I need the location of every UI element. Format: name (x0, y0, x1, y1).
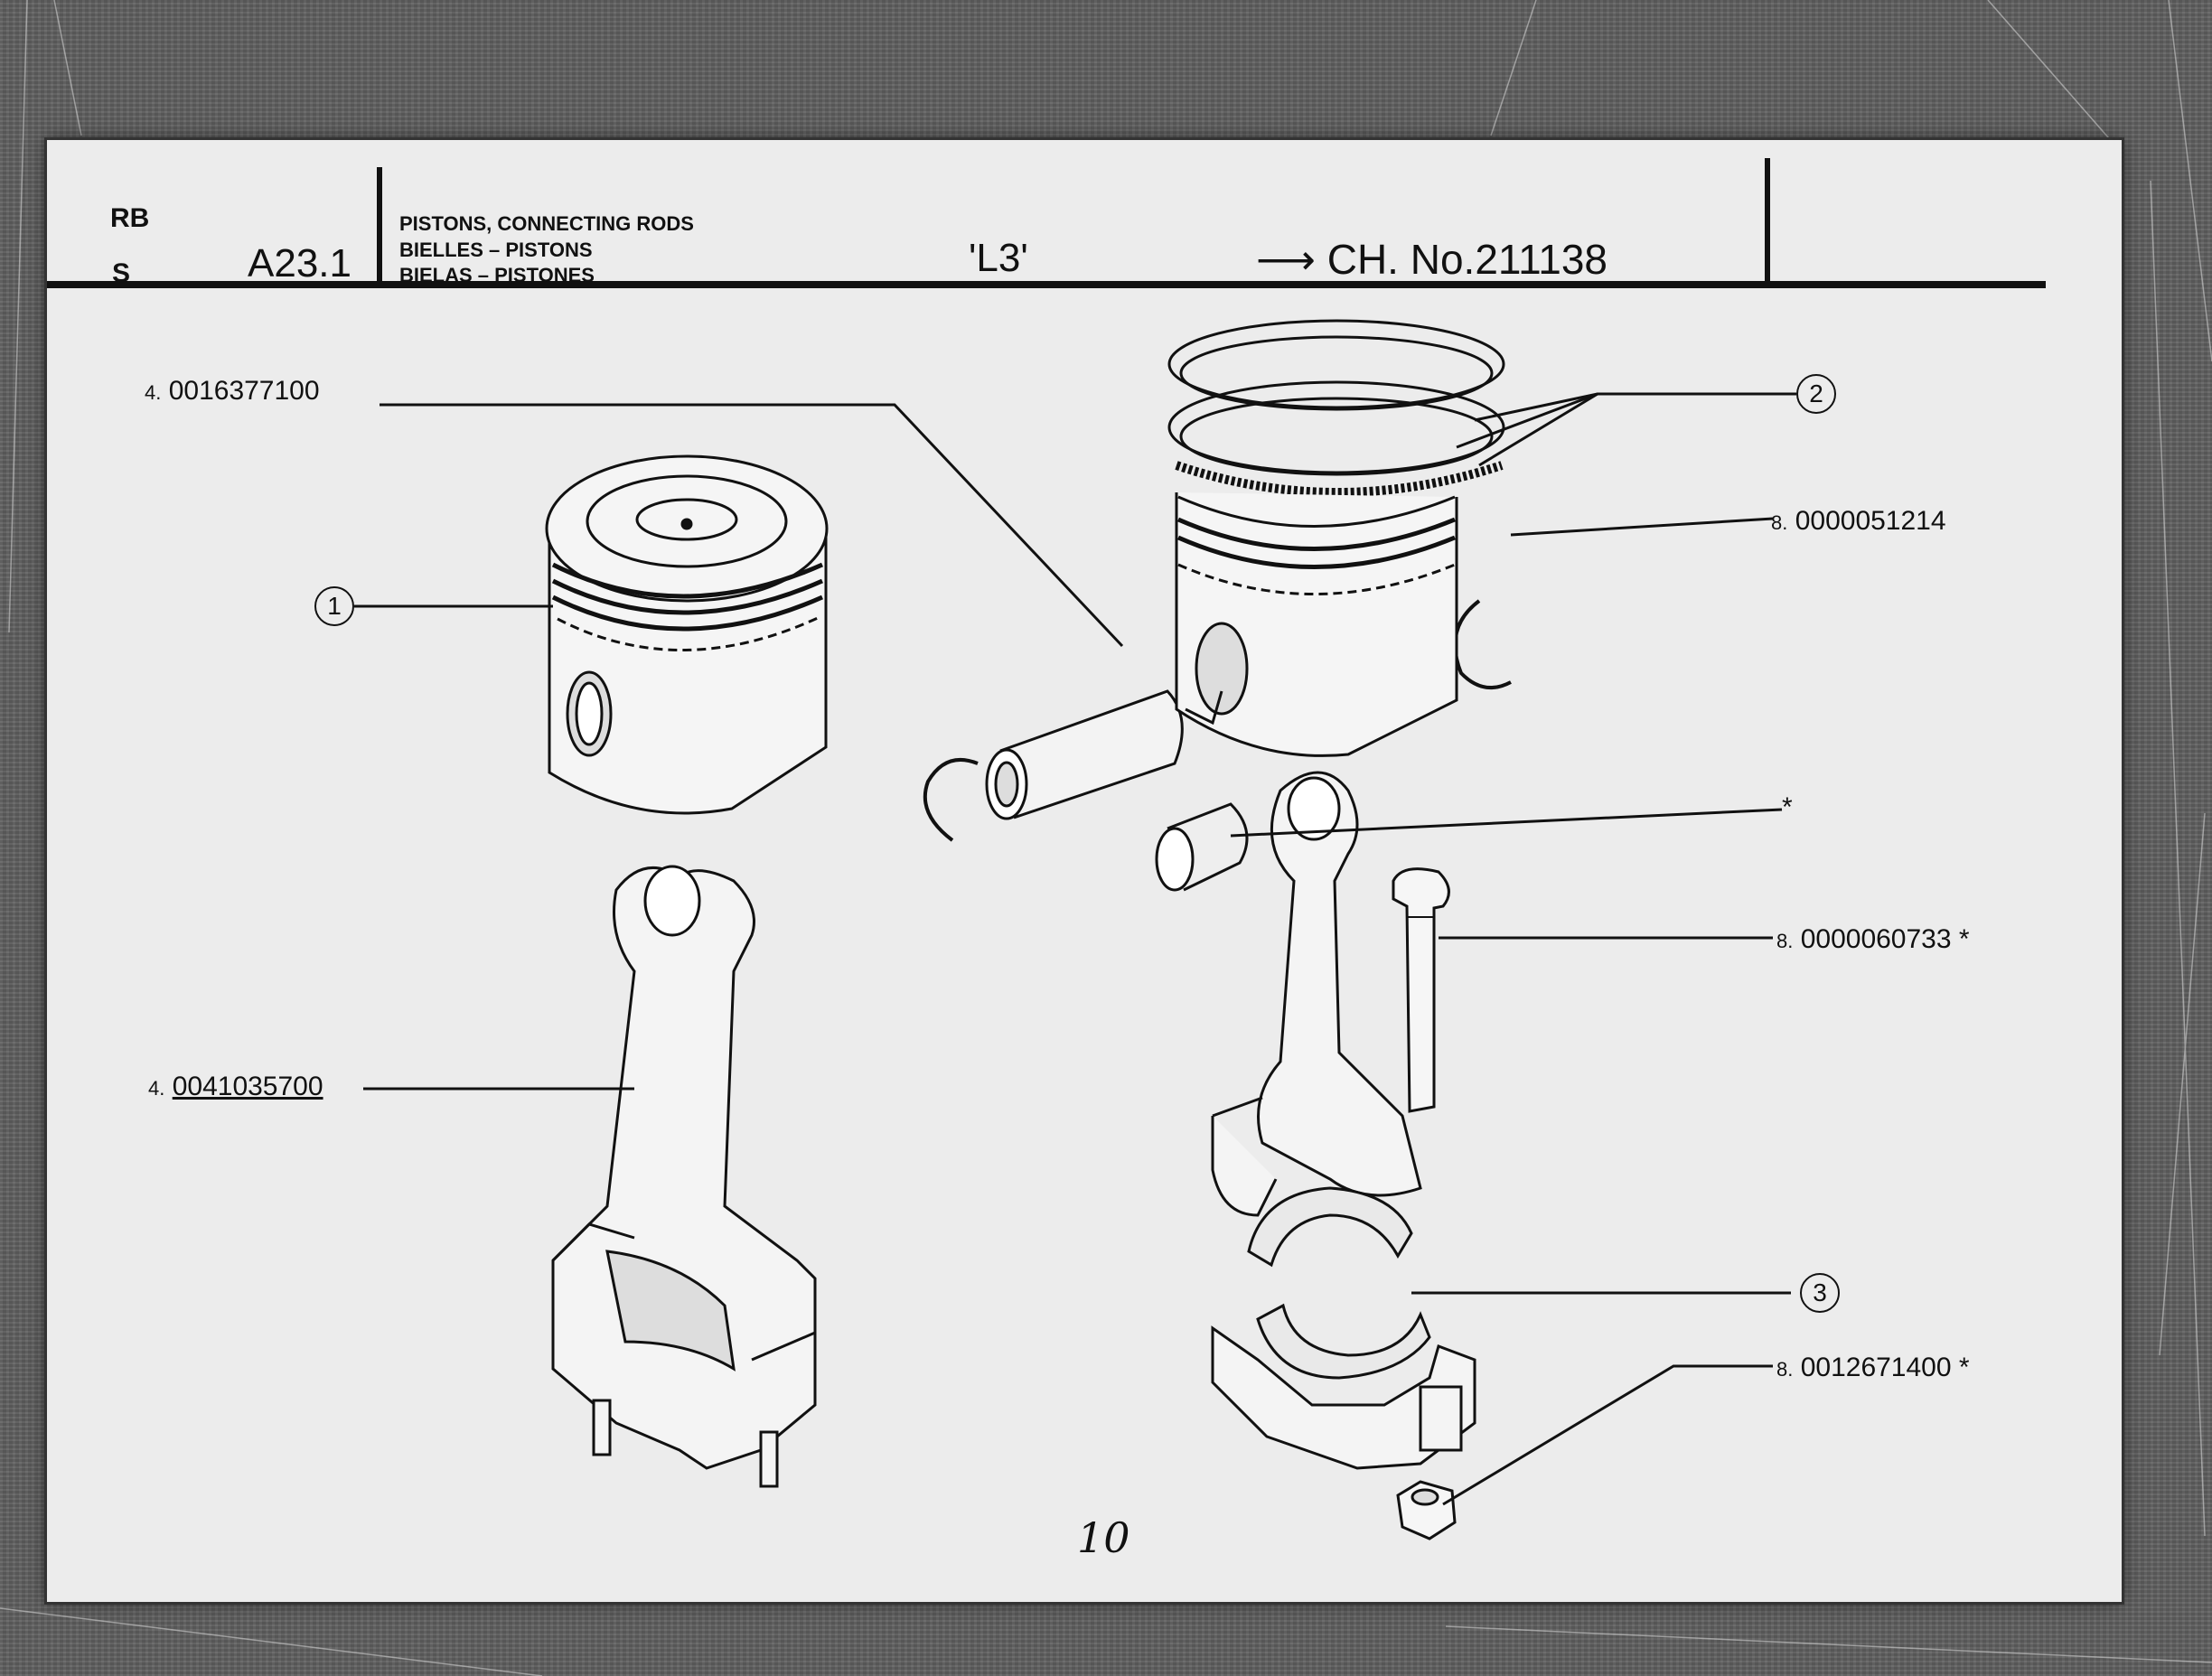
part-star-label: * (1782, 792, 1793, 822)
callout-1: 1 (314, 586, 354, 626)
page-number: 10 (1077, 1513, 1130, 1562)
callout-2: 2 (1796, 374, 1836, 414)
circlip-icon (923, 599, 1512, 842)
connecting-rod-icon (1211, 1325, 1476, 1470)
arrow-icon: ⟶ (1256, 236, 1316, 283)
title-french: BIELLES – PISTONS (399, 239, 593, 261)
header-rb: RB (110, 203, 150, 233)
chassis-value: CH. No.211138 (1326, 236, 1607, 283)
connecting-rod-icon (551, 865, 817, 1488)
section-code: A23.1 (248, 241, 351, 286)
rod-bolt-icon (1392, 867, 1450, 1113)
part-number-label: 4. 0016377100 (145, 376, 320, 406)
part-number-label: 4. 0041035700 (148, 1072, 323, 1101)
piston-icon (545, 454, 829, 815)
bearing-shell-icon (1247, 1186, 1431, 1380)
piston-pin-icon (985, 689, 1184, 820)
title-spanish: BIELAS – PISTONES (399, 264, 595, 286)
rod-nut-icon (1396, 1480, 1457, 1540)
title-english: PISTONS, CONNECTING RODS (399, 212, 694, 235)
part-number-label: 8. 0000051214 (1771, 506, 1946, 536)
part-number-label: 8. 0012671400 * (1776, 1353, 1970, 1382)
part-number-label: 8. 0000060733 * (1776, 924, 1970, 954)
exploded-diagram (47, 158, 2046, 1540)
rod-bushing-icon (1155, 802, 1249, 892)
piston-ring-set-icon (1167, 319, 1505, 497)
catalog-page: RB S A23.1 PISTONS, CONNECTING RODS BIEL… (47, 140, 2122, 1602)
piston-icon (1175, 492, 1458, 757)
leader-lines (354, 392, 1796, 1506)
chassis-number: ⟶ CH. No.211138 (1256, 235, 1607, 284)
header-s: S (112, 258, 131, 288)
callout-3: 3 (1800, 1273, 1840, 1313)
model-label: 'L3' (969, 236, 1028, 280)
